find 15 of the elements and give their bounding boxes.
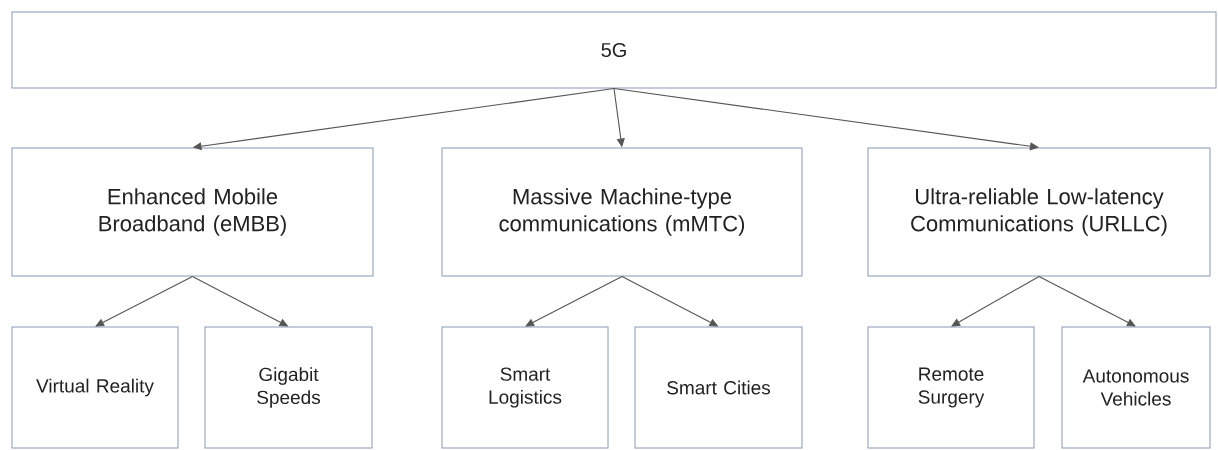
arrow <box>525 275 623 327</box>
arrow <box>613 87 1039 151</box>
category-box: Enhanced Mobile Broadband (eMBB) <box>11 147 374 277</box>
arrow <box>951 275 1040 327</box>
application-box: Autonomous Vehicles <box>1061 326 1211 449</box>
application-box: Smart Logistics <box>441 326 609 449</box>
application-box: Gigabit Speeds <box>204 326 373 449</box>
application-box: Remote Surgery <box>867 326 1035 449</box>
title-box: 5G <box>11 11 1217 89</box>
category-box: Massive Machine-type communications (mMTC) <box>441 147 803 277</box>
arrow <box>95 275 194 327</box>
category-box: Ultra-reliable Low-latency Communications (URLLC) <box>867 147 1211 277</box>
arrow <box>1038 275 1136 327</box>
application-box: Smart Cities <box>634 326 803 449</box>
application-box: Virtual Reality <box>11 326 179 449</box>
